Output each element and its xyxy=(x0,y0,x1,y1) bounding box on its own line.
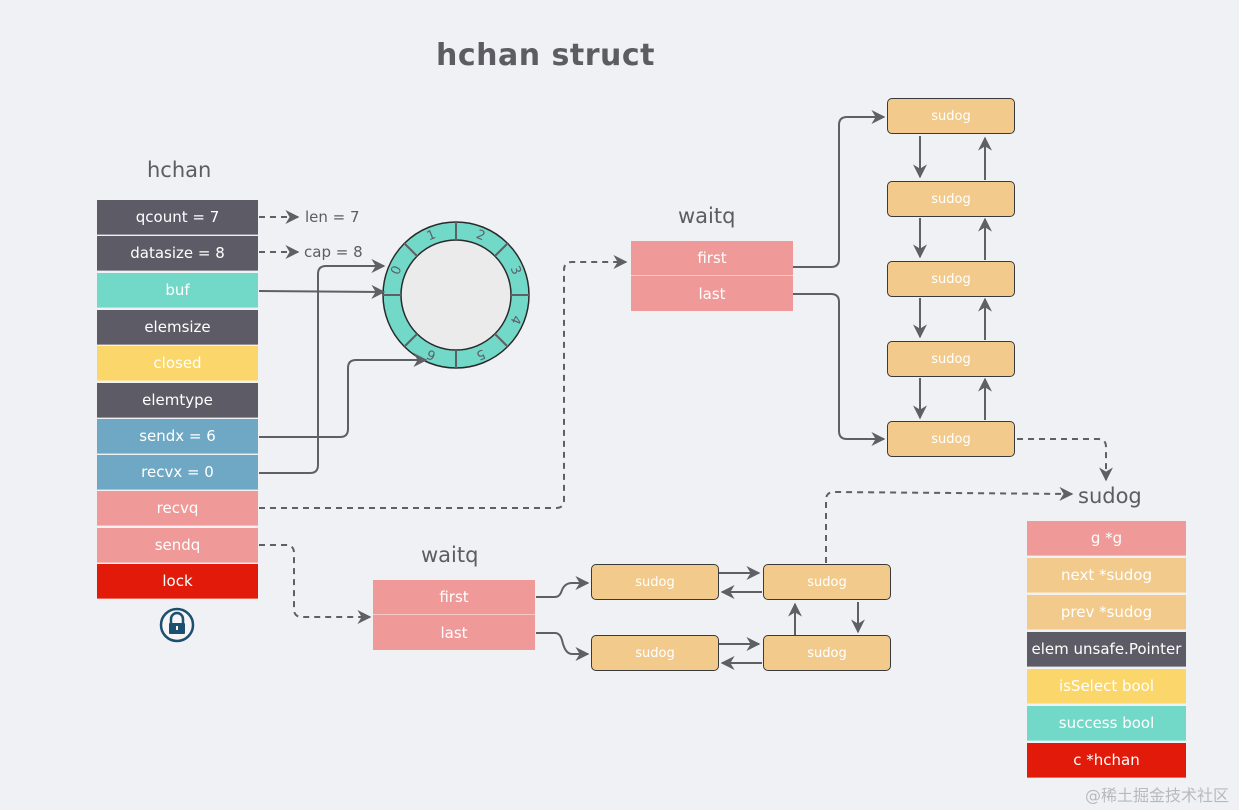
watermark: @稀土掘金技术社区 xyxy=(1084,786,1229,805)
sudog-detail-arrow-2 xyxy=(825,486,1074,563)
hchan-field: closed xyxy=(97,346,258,381)
waitq-top-first: first xyxy=(631,241,793,276)
ring-divider xyxy=(494,242,509,257)
sendx-arrow xyxy=(259,353,428,438)
sudog-field: elem unsafe.Pointer xyxy=(1027,632,1186,667)
hchan-field: datasize = 8 xyxy=(97,236,258,271)
page-title: hchan struct xyxy=(436,38,656,73)
ring-divider xyxy=(403,242,418,257)
sudog-node: sudog xyxy=(591,635,719,671)
hchan-field: sendq xyxy=(97,528,258,563)
sudog-node: sudog xyxy=(763,635,891,671)
sudog-detail-arrow xyxy=(1017,438,1113,482)
waitq-bottom-last: last xyxy=(373,615,535,650)
hchan-field: elemtype xyxy=(97,383,258,418)
sudog-node: sudog xyxy=(591,564,719,600)
waitq-top-last: last xyxy=(631,276,793,311)
sudog-field: prev *sudog xyxy=(1027,595,1186,630)
ring-divider xyxy=(494,333,509,348)
waitq-top-last-arrow xyxy=(793,293,886,446)
waitq-bottom-first: first xyxy=(373,580,535,615)
padlock-icon xyxy=(158,606,196,644)
ring-divider xyxy=(403,333,418,348)
waitq-top-label: waitq xyxy=(678,204,736,228)
sudog-struct-label: sudog xyxy=(1078,484,1142,508)
sudog-field: success bool xyxy=(1027,706,1186,741)
hchan-field: buf xyxy=(97,273,258,308)
recvx-arrow xyxy=(259,259,386,474)
hchan-field: recvx = 0 xyxy=(97,455,258,490)
cap-annotation: cap = 8 xyxy=(304,243,363,261)
hchan-field: sendx = 6 xyxy=(97,419,258,454)
sudog-node: sudog xyxy=(887,181,1015,217)
sudog-node: sudog xyxy=(887,261,1015,297)
sendq-arrow xyxy=(259,544,372,624)
hchan-field: elemsize xyxy=(97,310,258,345)
buf-arrow xyxy=(258,284,386,299)
sudog-field: c *hchan xyxy=(1027,743,1186,778)
hchan-field: qcount = 7 xyxy=(97,200,258,235)
sudog-field: next *sudog xyxy=(1027,558,1186,593)
len-annotation: len = 7 xyxy=(305,208,360,226)
waitq-bottom-label: waitq xyxy=(421,543,479,567)
recvq-arrow xyxy=(259,255,628,509)
sudog-node: sudog xyxy=(887,421,1015,457)
sudog-node: sudog xyxy=(887,98,1015,134)
waitq-top-first-arrow xyxy=(793,110,886,268)
sudog-node: sudog xyxy=(887,341,1015,377)
hchan-field: lock xyxy=(97,564,258,599)
hchan-label: hchan xyxy=(147,158,212,182)
hchan-field: recvq xyxy=(97,491,258,526)
sudog-node: sudog xyxy=(763,564,891,600)
sudog-field: isSelect bool xyxy=(1027,669,1186,704)
sudog-field: g *g xyxy=(1027,521,1186,556)
ring-inner xyxy=(400,239,512,351)
